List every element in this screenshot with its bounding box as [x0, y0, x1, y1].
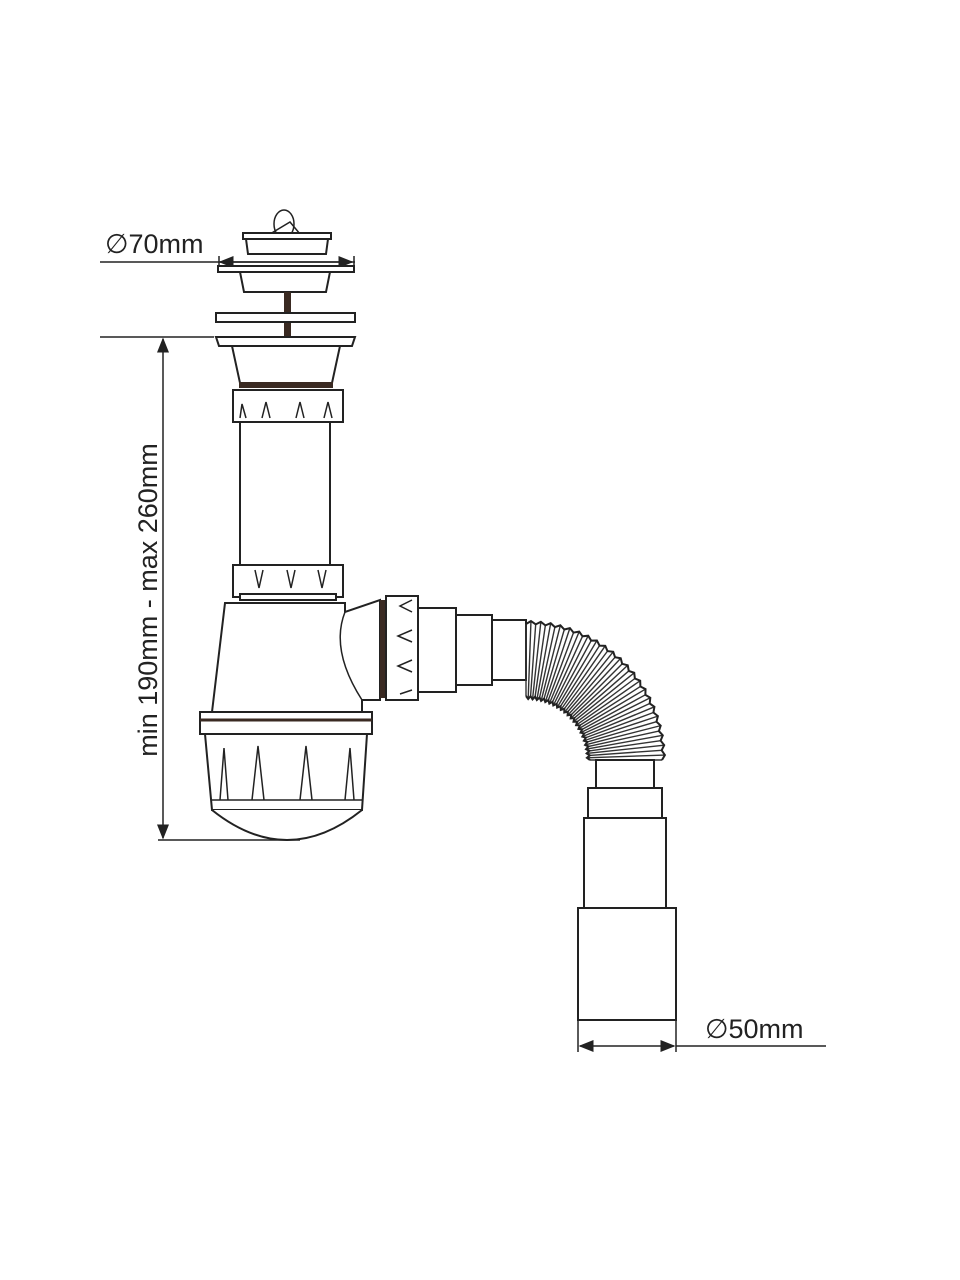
corrugated-hose	[525, 619, 667, 761]
hose-rib	[551, 635, 584, 703]
hose-rib	[527, 621, 532, 700]
hose-rib	[585, 711, 654, 739]
bottle-trap	[199, 598, 381, 841]
hose-rib	[548, 631, 580, 704]
outlet-pipe	[577, 759, 677, 1052]
hose-rib	[534, 625, 547, 697]
top-diameter-dimension: ∅70mm	[100, 229, 355, 268]
hose-rib	[556, 640, 592, 705]
hose-rib	[588, 730, 660, 748]
hose-rib	[547, 632, 575, 701]
hose-rib	[552, 635, 589, 706]
hose-outline	[525, 619, 667, 761]
hose-rib	[575, 680, 641, 726]
outlet-diameter-label: ∅50mm	[705, 1014, 804, 1044]
hose-outline	[525, 694, 592, 761]
hose-rib	[543, 629, 565, 699]
hose-rib	[573, 670, 630, 719]
hose-rib	[570, 664, 629, 719]
lower-nut	[232, 564, 344, 601]
hose-rib	[585, 734, 663, 750]
hose-rib	[570, 663, 623, 716]
hose-rib	[536, 623, 552, 701]
hose-rib	[544, 627, 571, 703]
hose-rib	[567, 656, 616, 713]
top-diameter-label: ∅70mm	[105, 229, 204, 259]
hose-rib	[583, 702, 651, 735]
hose-rib	[589, 739, 661, 752]
hose-rib	[586, 744, 665, 755]
plug-stopper	[242, 209, 332, 255]
hose-rib	[589, 749, 662, 757]
extension-pipe	[239, 421, 331, 566]
hose-rib	[563, 651, 614, 713]
height-dimension: min 190mm - max 260mm	[100, 336, 300, 841]
drain-outlet	[214, 336, 357, 388]
hose-rib	[556, 640, 598, 708]
hose-rib	[567, 657, 622, 716]
hose-rib	[578, 688, 646, 730]
upper-nut	[232, 389, 344, 423]
hose-rib	[576, 677, 636, 723]
hose-rib	[586, 754, 665, 759]
hose-rib	[580, 697, 651, 734]
hose-rib	[584, 724, 661, 746]
hose-rib	[582, 706, 655, 738]
hose-rib	[579, 685, 641, 726]
outlet-diameter-dimension: ∅50mm	[578, 1014, 826, 1052]
outlet-assembly	[380, 595, 527, 701]
hose-rib	[563, 650, 609, 710]
hose-rib	[531, 621, 542, 700]
hose-rib	[560, 645, 606, 711]
hose-rib	[529, 624, 537, 697]
hose-rib	[583, 715, 659, 742]
hose-rib	[581, 694, 646, 730]
height-range-label: min 190mm - max 260mm	[133, 443, 163, 757]
hose-rib	[560, 645, 601, 707]
hose-rib	[538, 626, 556, 698]
hose-rib	[587, 721, 657, 743]
hose-rib	[540, 625, 562, 702]
hose-rib	[573, 672, 635, 723]
strainer	[215, 265, 356, 338]
